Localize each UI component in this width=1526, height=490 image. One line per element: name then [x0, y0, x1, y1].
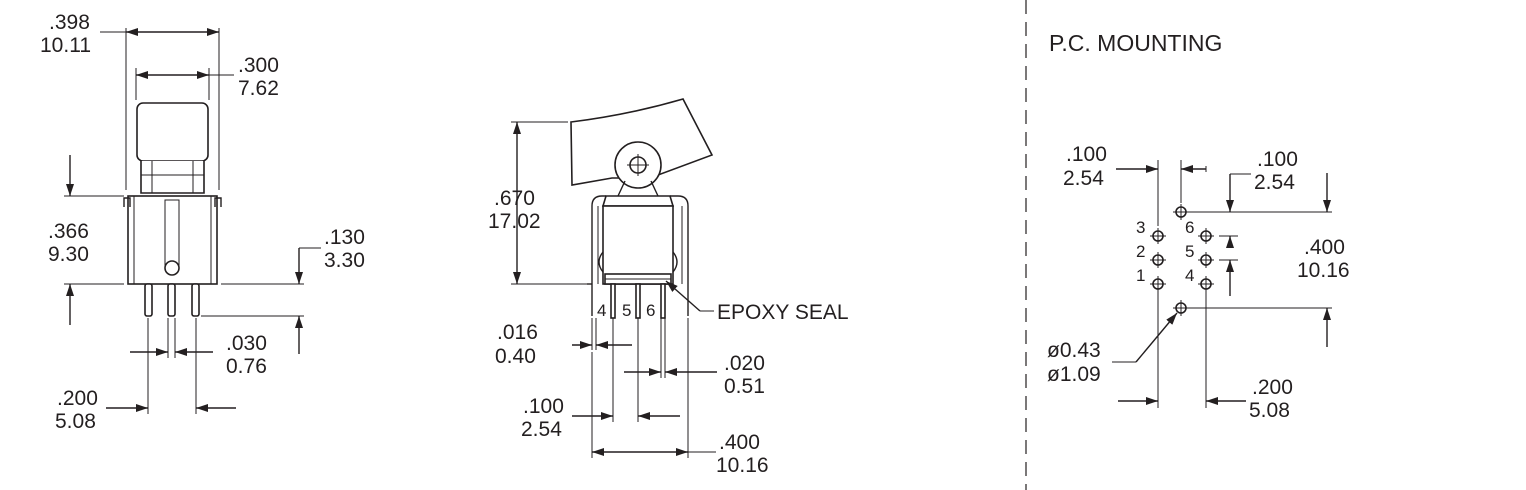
- pc-mounting-title: P.C. MOUNTING: [1049, 30, 1222, 56]
- side-frame: [591, 195, 606, 316]
- pc-spacing-in: .200: [1252, 376, 1293, 399]
- side-pint-mm: 0.40: [495, 345, 536, 368]
- pc-holes: [1150, 204, 1214, 316]
- pc-pitch-left-in: .100: [1066, 143, 1107, 166]
- front-actuator-mm: 7.62: [238, 77, 279, 100]
- side-pinw-mm: 0.51: [724, 375, 765, 398]
- front-pinlen-mm: 3.30: [324, 249, 365, 272]
- front-body-hole: [164, 260, 180, 276]
- front-pinlen-in: .130: [324, 226, 365, 249]
- front-pinw-in: .030: [226, 332, 267, 355]
- hole-2: [1150, 252, 1166, 268]
- front-pin-left: [144, 283, 153, 317]
- pc-pitch-left-mm: 2.54: [1063, 167, 1104, 190]
- front-pin-right: [191, 283, 200, 317]
- pc-pin-label-3: 3: [1136, 218, 1145, 237]
- side-span-mm: 10.16: [716, 454, 769, 477]
- pc-span-in: .400: [1304, 236, 1345, 259]
- front-pinw-mm: 0.76: [226, 355, 267, 378]
- side-span-in: .400: [719, 431, 760, 454]
- front-pin-middle: [167, 283, 176, 317]
- hole-6: [1198, 228, 1214, 244]
- pc-hole-in: ø0.43: [1047, 339, 1101, 362]
- side-pin-4: [610, 283, 616, 319]
- pc-spacing-mm: 5.08: [1249, 399, 1290, 422]
- side-pint-in: .016: [497, 321, 538, 344]
- pc-hole-mm: ø1.09: [1047, 363, 1101, 386]
- front-view: .398 10.11 .300 7.62 .366 9.30 .130 3.30…: [40, 11, 365, 433]
- side-top-clip: [601, 195, 675, 207]
- side-pin-label-4: 4: [597, 301, 606, 320]
- hole-1: [1150, 276, 1166, 292]
- side-pitch-mm: 2.54: [521, 418, 562, 441]
- pc-pin-label-6: 6: [1185, 218, 1194, 237]
- front-width-mm: 10.11: [40, 34, 91, 57]
- pc-pin-label-4: 4: [1185, 266, 1194, 285]
- side-pin-label-6: 6: [646, 301, 655, 320]
- side-pinw-in: .020: [724, 352, 765, 375]
- front-pitch-in: .200: [57, 387, 98, 410]
- front-height-in: .366: [48, 220, 89, 243]
- hole-3: [1150, 228, 1166, 244]
- pc-pitch-right-in: .100: [1257, 148, 1298, 171]
- front-actuator-cap: [136, 102, 209, 162]
- pc-pin-label-1: 1: [1136, 266, 1145, 285]
- hole-5: [1198, 252, 1214, 268]
- epoxy-seal-label: EPOXY SEAL: [717, 301, 849, 324]
- hole-bottom-center: [1173, 300, 1189, 316]
- front-pitch-mm: 5.08: [55, 410, 96, 433]
- pc-pitch-right-mm: 2.54: [1254, 171, 1295, 194]
- pc-span-mm: 10.16: [1297, 259, 1350, 282]
- front-width-in: .398: [49, 11, 90, 34]
- side-pin-5: [635, 283, 641, 319]
- front-actuator-neck: [140, 161, 205, 194]
- pc-pin-label-5: 5: [1185, 242, 1194, 261]
- pc-pin-label-2: 2: [1136, 242, 1145, 261]
- side-height-mm: 17.02: [488, 210, 541, 233]
- front-actuator-in: .300: [238, 54, 279, 77]
- side-pin-label-5: 5: [622, 301, 631, 320]
- front-height-mm: 9.30: [48, 243, 89, 266]
- side-height-in: .670: [494, 187, 535, 210]
- pc-mounting-view: P.C. MOUNTING: [1047, 30, 1350, 422]
- side-pitch-in: .100: [523, 395, 564, 418]
- hole-top-left: [1173, 204, 1189, 220]
- side-view: 4 5 6 EPOXY SEAL .670 17.02 .016 0.40 .0…: [488, 98, 849, 477]
- side-switch-body: [602, 205, 674, 285]
- side-pin-6: [660, 283, 666, 319]
- hole-4: [1198, 276, 1214, 292]
